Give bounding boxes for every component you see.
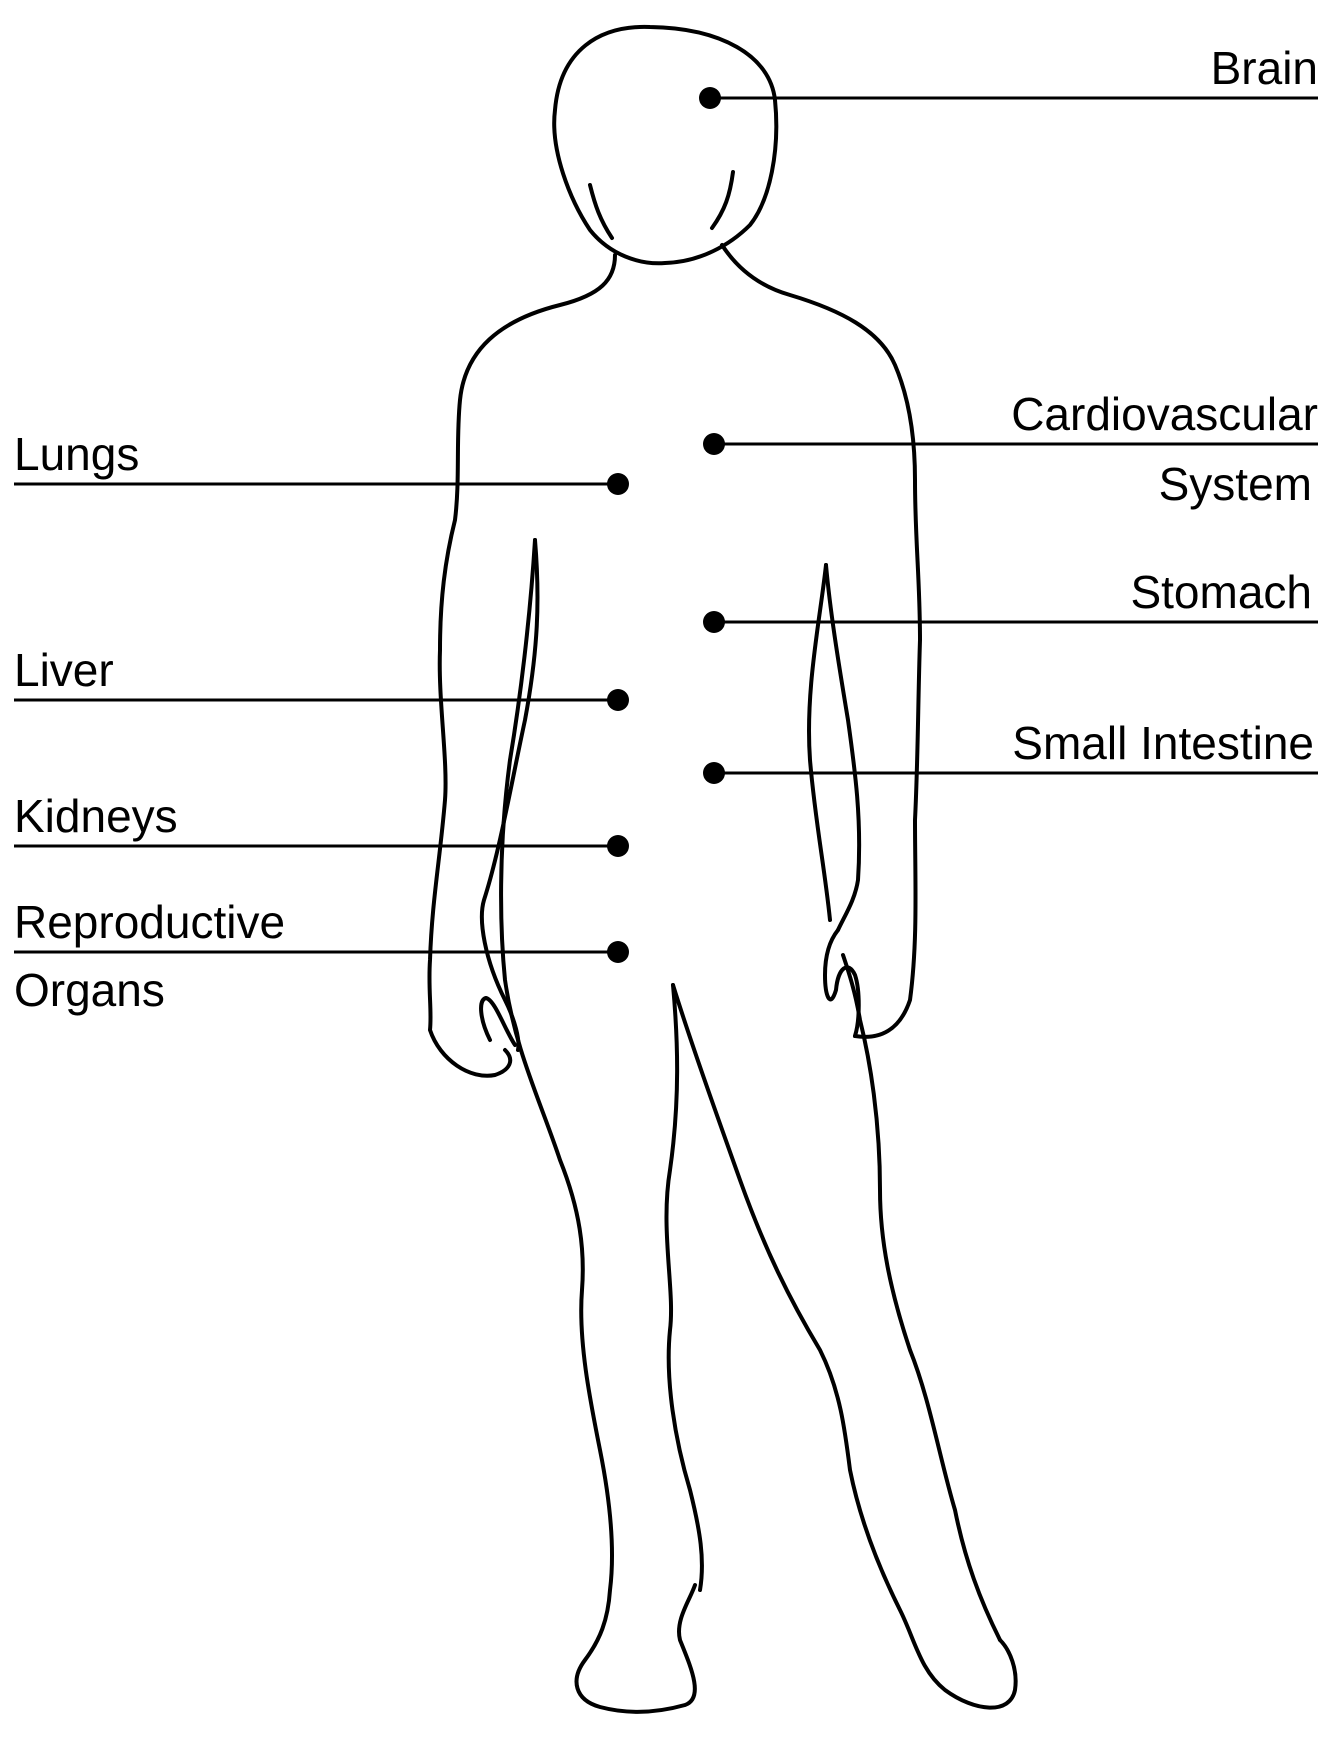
right-inner-leg	[673, 985, 1016, 1708]
callout-liver: Liver	[14, 644, 629, 711]
kidneys-label: Kidneys	[14, 790, 178, 842]
cardiovascular-label-line1: Cardiovascular	[1011, 388, 1318, 440]
stomach-marker	[703, 611, 725, 633]
brain-label: Brain	[1211, 42, 1318, 94]
callout-stomach: Stomach	[703, 566, 1318, 633]
small-intestine-marker	[703, 762, 725, 784]
liver-label: Liver	[14, 644, 114, 696]
liver-marker	[607, 689, 629, 711]
right-inner-arm	[826, 565, 859, 930]
reproductive-label-line2: Organs	[14, 964, 165, 1016]
jaw-line-left	[590, 185, 612, 238]
left-torso-leg	[501, 540, 695, 1712]
cardiovascular-label-line2: System	[1159, 458, 1312, 510]
stomach-label: Stomach	[1130, 566, 1312, 618]
brain-marker	[699, 87, 721, 109]
body-outline	[429, 27, 1015, 1712]
callout-small-intestine: Small Intestine	[703, 717, 1318, 784]
small-intestine-label: Small Intestine	[1012, 717, 1314, 769]
callout-brain: Brain	[699, 42, 1318, 109]
kidneys-marker	[607, 835, 629, 857]
left-inner-leg	[666, 985, 701, 1590]
callout-kidneys: Kidneys	[14, 790, 629, 857]
callout-reproductive-organs: Reproductive Organs	[14, 896, 629, 1016]
right-outer-leg	[843, 955, 1000, 1640]
lungs-label: Lungs	[14, 428, 139, 480]
callout-cardiovascular: Cardiovascular System	[703, 388, 1318, 510]
right-inner-arm-edge	[809, 565, 830, 920]
body-right-side	[722, 245, 920, 1037]
reproductive-label-line1: Reproductive	[14, 896, 285, 948]
lungs-marker	[607, 473, 629, 495]
jaw-line-right	[712, 172, 733, 228]
cardiovascular-marker	[703, 433, 725, 455]
callout-lungs: Lungs	[14, 428, 629, 495]
head-outline	[554, 27, 776, 263]
reproductive-marker	[607, 941, 629, 963]
